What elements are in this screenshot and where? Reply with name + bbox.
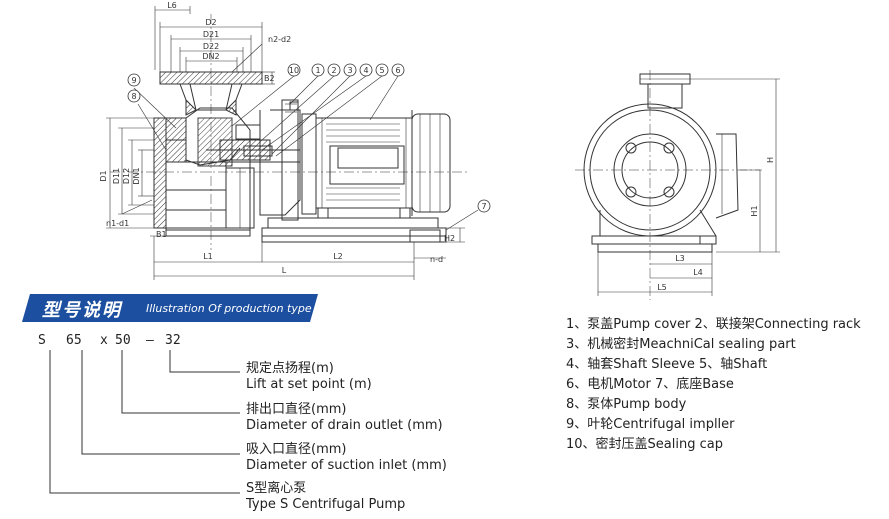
label-pump-type-en: Type S Centrifugal Pump bbox=[246, 497, 406, 512]
dim-b2: B2 bbox=[264, 74, 275, 83]
callout-1: 1 bbox=[315, 66, 320, 75]
label-suction-en: Diameter of suction inlet (mm) bbox=[246, 458, 447, 473]
front-view: 10 1 2 3 4 5 6 7 9 8 L6 D2 D21 D22 DN2 n… bbox=[99, 1, 491, 280]
dim-d2: D2 bbox=[205, 18, 216, 27]
callout-4: 4 bbox=[363, 66, 368, 75]
dim-n2-d2: n2-d2 bbox=[268, 35, 291, 44]
callout-markers bbox=[127, 63, 491, 213]
dim-dn2: DN2 bbox=[202, 52, 219, 61]
code-dash: – bbox=[146, 333, 154, 348]
dim-l5: L5 bbox=[657, 283, 667, 292]
section-banner bbox=[22, 294, 318, 322]
callout-5: 5 bbox=[379, 66, 384, 75]
callout-6: 6 bbox=[395, 66, 400, 75]
label-outlet-en: Diameter of drain outlet (mm) bbox=[246, 418, 443, 433]
dim-h2: H2 bbox=[444, 234, 455, 243]
callout-9: 9 bbox=[131, 76, 136, 85]
dim-h: H bbox=[766, 157, 775, 163]
legend-item: 4、轴套Shaft Sleeve 5、轴Shaft bbox=[566, 357, 768, 372]
dim-d11: D11 bbox=[112, 168, 121, 184]
dim-l4: L4 bbox=[693, 268, 703, 277]
legend-item: 6、电机Motor 7、底座Base bbox=[566, 377, 734, 392]
dim-n-d: n-d bbox=[430, 255, 443, 264]
section-title-cn: 型号说明 bbox=[42, 300, 122, 321]
label-suction-cn: 吸入口直径(mm) bbox=[246, 442, 347, 457]
code-separator: x bbox=[100, 333, 108, 348]
section-title-en: Illustration Of production type bbox=[146, 302, 312, 315]
label-lift-cn: 规定点扬程(m) bbox=[246, 361, 334, 376]
dim-d12: D12 bbox=[122, 168, 131, 184]
legend-item: 8、泵体Pump body bbox=[566, 397, 687, 412]
dim-d21: D21 bbox=[203, 30, 219, 39]
dim-d1: D1 bbox=[99, 170, 108, 181]
dim-l2: L2 bbox=[333, 252, 343, 261]
legend-item: 10、密封压盖Sealing cap bbox=[566, 437, 723, 452]
dim-l6: L6 bbox=[167, 1, 177, 10]
label-pump-type-cn: S型离心泵 bbox=[246, 481, 307, 496]
code-suction: 65 bbox=[66, 333, 82, 348]
callout-2: 2 bbox=[331, 66, 336, 75]
callout-10: 10 bbox=[289, 66, 299, 75]
label-outlet-cn: 排出口直径(mm) bbox=[246, 402, 347, 417]
legend-item: 3、机械密封MeachniCal sealing part bbox=[566, 337, 796, 352]
callout-8: 8 bbox=[131, 92, 136, 101]
code-outlet: 50 bbox=[115, 333, 131, 348]
dim-b1: B1 bbox=[156, 230, 167, 239]
legend-item: 1、泵盖Pump cover 2、联接架Connecting rack bbox=[566, 317, 861, 332]
dim-l: L bbox=[282, 266, 287, 275]
side-view: H H1 L3 L4 L5 bbox=[575, 70, 780, 300]
legend-item: 9、叶轮Centrifugal impller bbox=[566, 417, 735, 432]
callout-7: 7 bbox=[481, 202, 486, 211]
label-lift-en: Lift at set point (m) bbox=[246, 377, 372, 392]
dim-l3: L3 bbox=[675, 254, 685, 263]
model-code-connectors bbox=[49, 350, 240, 494]
dim-l1: L1 bbox=[203, 252, 213, 261]
code-type: S bbox=[38, 333, 46, 348]
callout-3: 3 bbox=[347, 66, 352, 75]
code-lift: 32 bbox=[165, 333, 181, 348]
dim-d22: D22 bbox=[203, 42, 219, 51]
dim-h1: H1 bbox=[750, 205, 759, 216]
dim-n1-d1: n1-d1 bbox=[106, 219, 129, 228]
dim-dn1: DN1 bbox=[132, 167, 141, 184]
